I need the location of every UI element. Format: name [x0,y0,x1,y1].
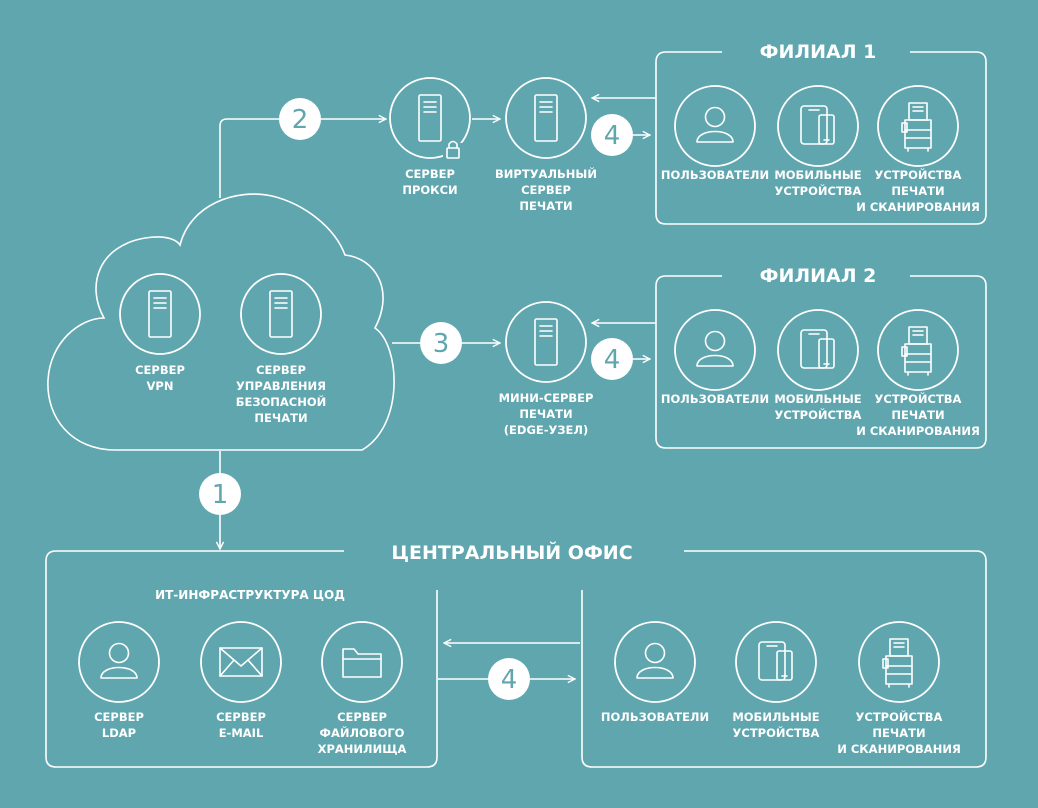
server-icon [418,94,442,142]
svg-text:ХРАНИЛИЩА: ХРАНИЛИЩА [318,742,407,756]
svg-text:(EDGE-УЗЕЛ): (EDGE-УЗЕЛ) [504,423,588,437]
step-badge-4-office: 4 [488,658,530,700]
server-icon [534,94,558,142]
svg-text:МОБИЛЬНЫЕ: МОБИЛЬНЫЕ [732,710,819,724]
svg-text:ПЕЧАТИ: ПЕЧАТИ [519,407,572,421]
office-users-node: ПОЛЬЗОВАТЕЛИ [601,621,709,724]
svg-text:И СКАНИРОВАНИЯ: И СКАНИРОВАНИЯ [837,742,961,756]
svg-text:4: 4 [604,345,621,375]
branch1-users-node: ПОЛЬЗОВАТЕЛИ [661,85,769,182]
branch1-mobile-node: МОБИЛЬНЫЕ УСТРОЙСТВА [774,85,862,198]
central-office-right-box [581,550,987,768]
email-server-node: СЕРВЕР E-MAIL [200,621,282,740]
svg-text:2: 2 [292,105,309,135]
mini-print-server-node: МИНИ-СЕРВЕР ПЕЧАТИ (EDGE-УЗЕЛ) [499,301,594,437]
svg-text:СЕРВЕР: СЕРВЕР [135,363,185,377]
svg-text:ПЕЧАТИ: ПЕЧАТИ [891,408,944,422]
step-badge-4-branch1: 4 [591,114,633,156]
svg-text:ПЕЧАТИ: ПЕЧАТИ [891,184,944,198]
svg-text:E-MAIL: E-MAIL [219,726,264,740]
mail-icon [219,647,263,677]
step-badge-3: 3 [420,322,462,364]
svg-text:МИНИ-СЕРВЕР: МИНИ-СЕРВЕР [499,391,594,405]
ldap-server-node: СЕРВЕР LDAP [78,621,160,740]
svg-text:БЕЗОПАСНОЙ: БЕЗОПАСНОЙ [236,394,327,409]
secure-print-server-node: СЕРВЕР УПРАВЛЕНИЯ БЕЗОПАСНОЙ ПЕЧАТИ [236,273,327,425]
svg-text:ПОЛЬЗОВАТЕЛИ: ПОЛЬЗОВАТЕЛИ [661,392,769,406]
mobile-devices-icon [800,329,835,369]
folder-icon [342,648,382,678]
svg-text:СЕРВЕР: СЕРВЕР [94,710,144,724]
svg-text:VPN: VPN [147,379,174,393]
virtual-print-server-node: ВИРТУАЛЬНЫЙ СЕРВЕР ПЕЧАТИ [495,77,597,213]
svg-text:4: 4 [604,121,621,151]
printer-icon [901,102,932,152]
user-icon [100,642,138,679]
user-icon [696,106,734,143]
svg-text:ПЕЧАТИ: ПЕЧАТИ [519,199,572,213]
branch1-box [655,51,987,225]
svg-text:3: 3 [433,329,450,359]
svg-text:УСТРОЙСТВА: УСТРОЙСТВА [875,391,962,406]
svg-text:ПРОКСИ: ПРОКСИ [402,183,457,197]
svg-text:ПОЛЬЗОВАТЕЛИ: ПОЛЬЗОВАТЕЛИ [601,710,709,724]
svg-text:УСТРОЙСТВА: УСТРОЙСТВА [875,167,962,182]
step-badge-4-branch2: 4 [591,338,633,380]
svg-text:ПЕЧАТИ: ПЕЧАТИ [254,411,307,425]
branch2-print-node: УСТРОЙСТВА ПЕЧАТИ И СКАНИРОВАНИЯ [856,309,980,438]
printer-icon [901,326,932,376]
svg-text:И СКАНИРОВАНИЯ: И СКАНИРОВАНИЯ [856,424,980,438]
user-icon [636,642,674,679]
step-badge-1: 1 [199,473,241,515]
svg-text:4: 4 [501,665,518,695]
svg-text:УСТРОЙСТВА: УСТРОЙСТВА [856,709,943,724]
svg-text:СЕРВЕР: СЕРВЕР [521,183,571,197]
branch2-mobile-node: МОБИЛЬНЫЕ УСТРОЙСТВА [774,309,862,422]
central-office-left-box [45,550,438,768]
proxy-server-node: СЕРВЕР ПРОКСИ [389,77,471,197]
mobile-devices-icon [758,641,793,681]
branch1-print-node: УСТРОЙСТВА ПЕЧАТИ И СКАНИРОВАНИЯ [856,85,980,214]
branch2-box [655,275,987,449]
svg-text:ПЕЧАТИ: ПЕЧАТИ [872,726,925,740]
server-icon [534,318,558,366]
svg-text:УПРАВЛЕНИЯ: УПРАВЛЕНИЯ [236,379,326,393]
svg-text:УСТРОЙСТВА: УСТРОЙСТВА [775,183,862,198]
central-office-title: ЦЕНТРАЛЬНЫЙ ОФИС [391,541,632,564]
office-mobile-node: МОБИЛЬНЫЕ УСТРОЙСТВА [732,621,820,740]
vpn-server-node: СЕРВЕР VPN [119,273,201,393]
cloud-shape [47,193,395,451]
svg-text:ФАЙЛОВОГО: ФАЙЛОВОГО [320,725,405,740]
svg-text:И СКАНИРОВАНИЯ: И СКАНИРОВАНИЯ [856,200,980,214]
svg-text:СЕРВЕР: СЕРВЕР [337,710,387,724]
file-server-node: СЕРВЕР ФАЙЛОВОГО ХРАНИЛИЩА [318,621,407,756]
svg-text:СЕРВЕР: СЕРВЕР [405,167,455,181]
step-badge-2: 2 [279,98,321,140]
svg-text:ВИРТУАЛЬНЫЙ: ВИРТУАЛЬНЫЙ [495,166,597,181]
svg-text:ПОЛЬЗОВАТЕЛИ: ПОЛЬЗОВАТЕЛИ [661,168,769,182]
svg-text:МОБИЛЬНЫЕ: МОБИЛЬНЫЕ [774,392,861,406]
lock-icon [443,140,463,161]
branch1-title: ФИЛИАЛ 1 [760,41,877,63]
printer-icon [882,638,913,688]
svg-text:МОБИЛЬНЫЕ: МОБИЛЬНЫЕ [774,168,861,182]
connector-cloud-to-proxy [219,119,386,198]
svg-text:СЕРВЕР: СЕРВЕР [256,363,306,377]
branch2-users-node: ПОЛЬЗОВАТЕЛИ [661,309,769,406]
branch2-title: ФИЛИАЛ 2 [760,265,877,287]
svg-text:СЕРВЕР: СЕРВЕР [216,710,266,724]
user-icon [696,330,734,367]
office-print-node: УСТРОЙСТВА ПЕЧАТИ И СКАНИРОВАНИЯ [837,621,961,756]
it-infrastructure-title: ИТ-ИНФРАСТРУКТУРА ЦОД [155,588,345,602]
svg-text:1: 1 [212,480,229,510]
svg-text:LDAP: LDAP [102,726,136,740]
server-icon [269,290,293,338]
svg-text:УСТРОЙСТВА: УСТРОЙСТВА [775,407,862,422]
mobile-devices-icon [800,105,835,145]
svg-text:УСТРОЙСТВА: УСТРОЙСТВА [733,725,820,740]
server-icon [148,290,172,338]
